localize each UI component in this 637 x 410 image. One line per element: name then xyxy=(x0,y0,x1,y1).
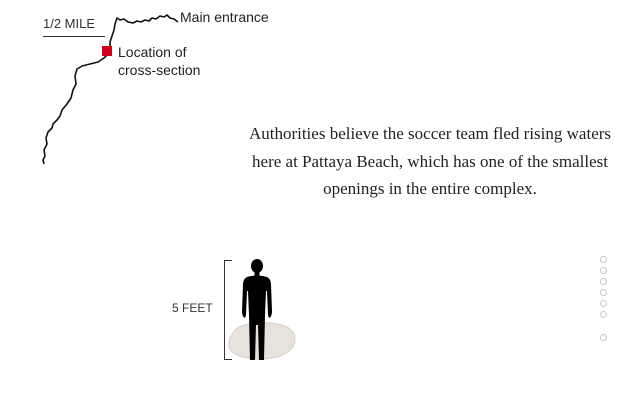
step-dot-6[interactable] xyxy=(600,311,607,318)
location-label-line1: Location of xyxy=(118,44,187,60)
caption-text: Authorities believe the soccer team fled… xyxy=(248,124,612,198)
person-silhouette-icon xyxy=(228,259,296,360)
cave-map-trace xyxy=(42,14,179,165)
location-label: Location of cross-section xyxy=(118,43,200,79)
step-dot-5[interactable] xyxy=(600,300,607,307)
step-dot-3[interactable] xyxy=(600,278,607,285)
step-navigation xyxy=(600,256,610,345)
cross-section-marker xyxy=(102,46,112,56)
step-dot-1[interactable] xyxy=(600,256,607,263)
step-dot-2[interactable] xyxy=(600,267,607,274)
height-bracket xyxy=(224,260,232,360)
height-scale-label: 5 FEET xyxy=(172,301,213,315)
scale-label: 1/2 MILE xyxy=(43,16,96,31)
step-dot-7[interactable] xyxy=(600,334,607,341)
step-dot-4[interactable] xyxy=(600,289,607,296)
location-label-line2: cross-section xyxy=(118,62,201,78)
scale-bar xyxy=(43,36,105,37)
main-entrance-label: Main entrance xyxy=(180,9,269,25)
